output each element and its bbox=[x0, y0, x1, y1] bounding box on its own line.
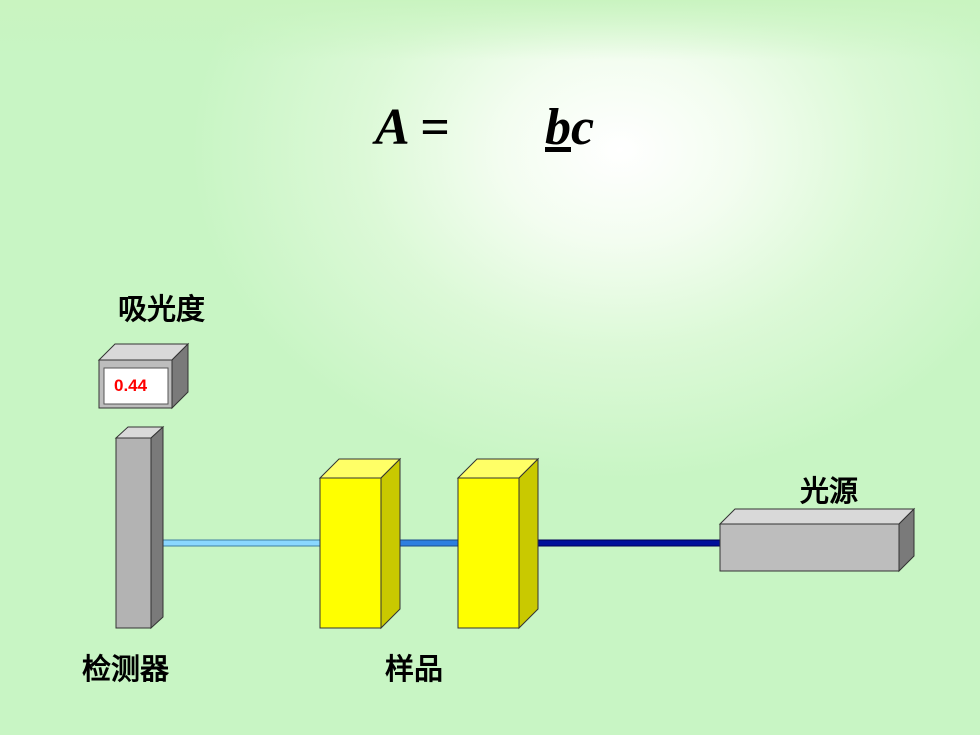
absorbance-label: 吸光度 bbox=[118, 292, 206, 326]
beam-transmitted bbox=[156, 539, 321, 547]
formula-concentration: c bbox=[571, 99, 595, 156]
cuvette-icon bbox=[456, 457, 540, 630]
absorbance-reading: 0.44 bbox=[114, 376, 148, 395]
beer-lambert-formula: A = bc bbox=[0, 98, 980, 168]
light-source-label: 光源 bbox=[800, 474, 859, 508]
formula-lhs: A = bbox=[375, 99, 450, 156]
detector-slab-icon bbox=[114, 425, 165, 630]
formula-rhs: bc bbox=[545, 98, 594, 157]
sample-label: 样品 bbox=[385, 652, 444, 686]
cuvette-icon bbox=[318, 457, 402, 630]
detector-label: 检测器 bbox=[82, 652, 170, 686]
formula-path-length: b bbox=[545, 99, 571, 156]
lamp-housing-icon bbox=[718, 507, 916, 573]
background-top-band bbox=[0, 0, 980, 60]
digital-meter-icon bbox=[97, 342, 190, 410]
beam-incident bbox=[531, 539, 721, 547]
